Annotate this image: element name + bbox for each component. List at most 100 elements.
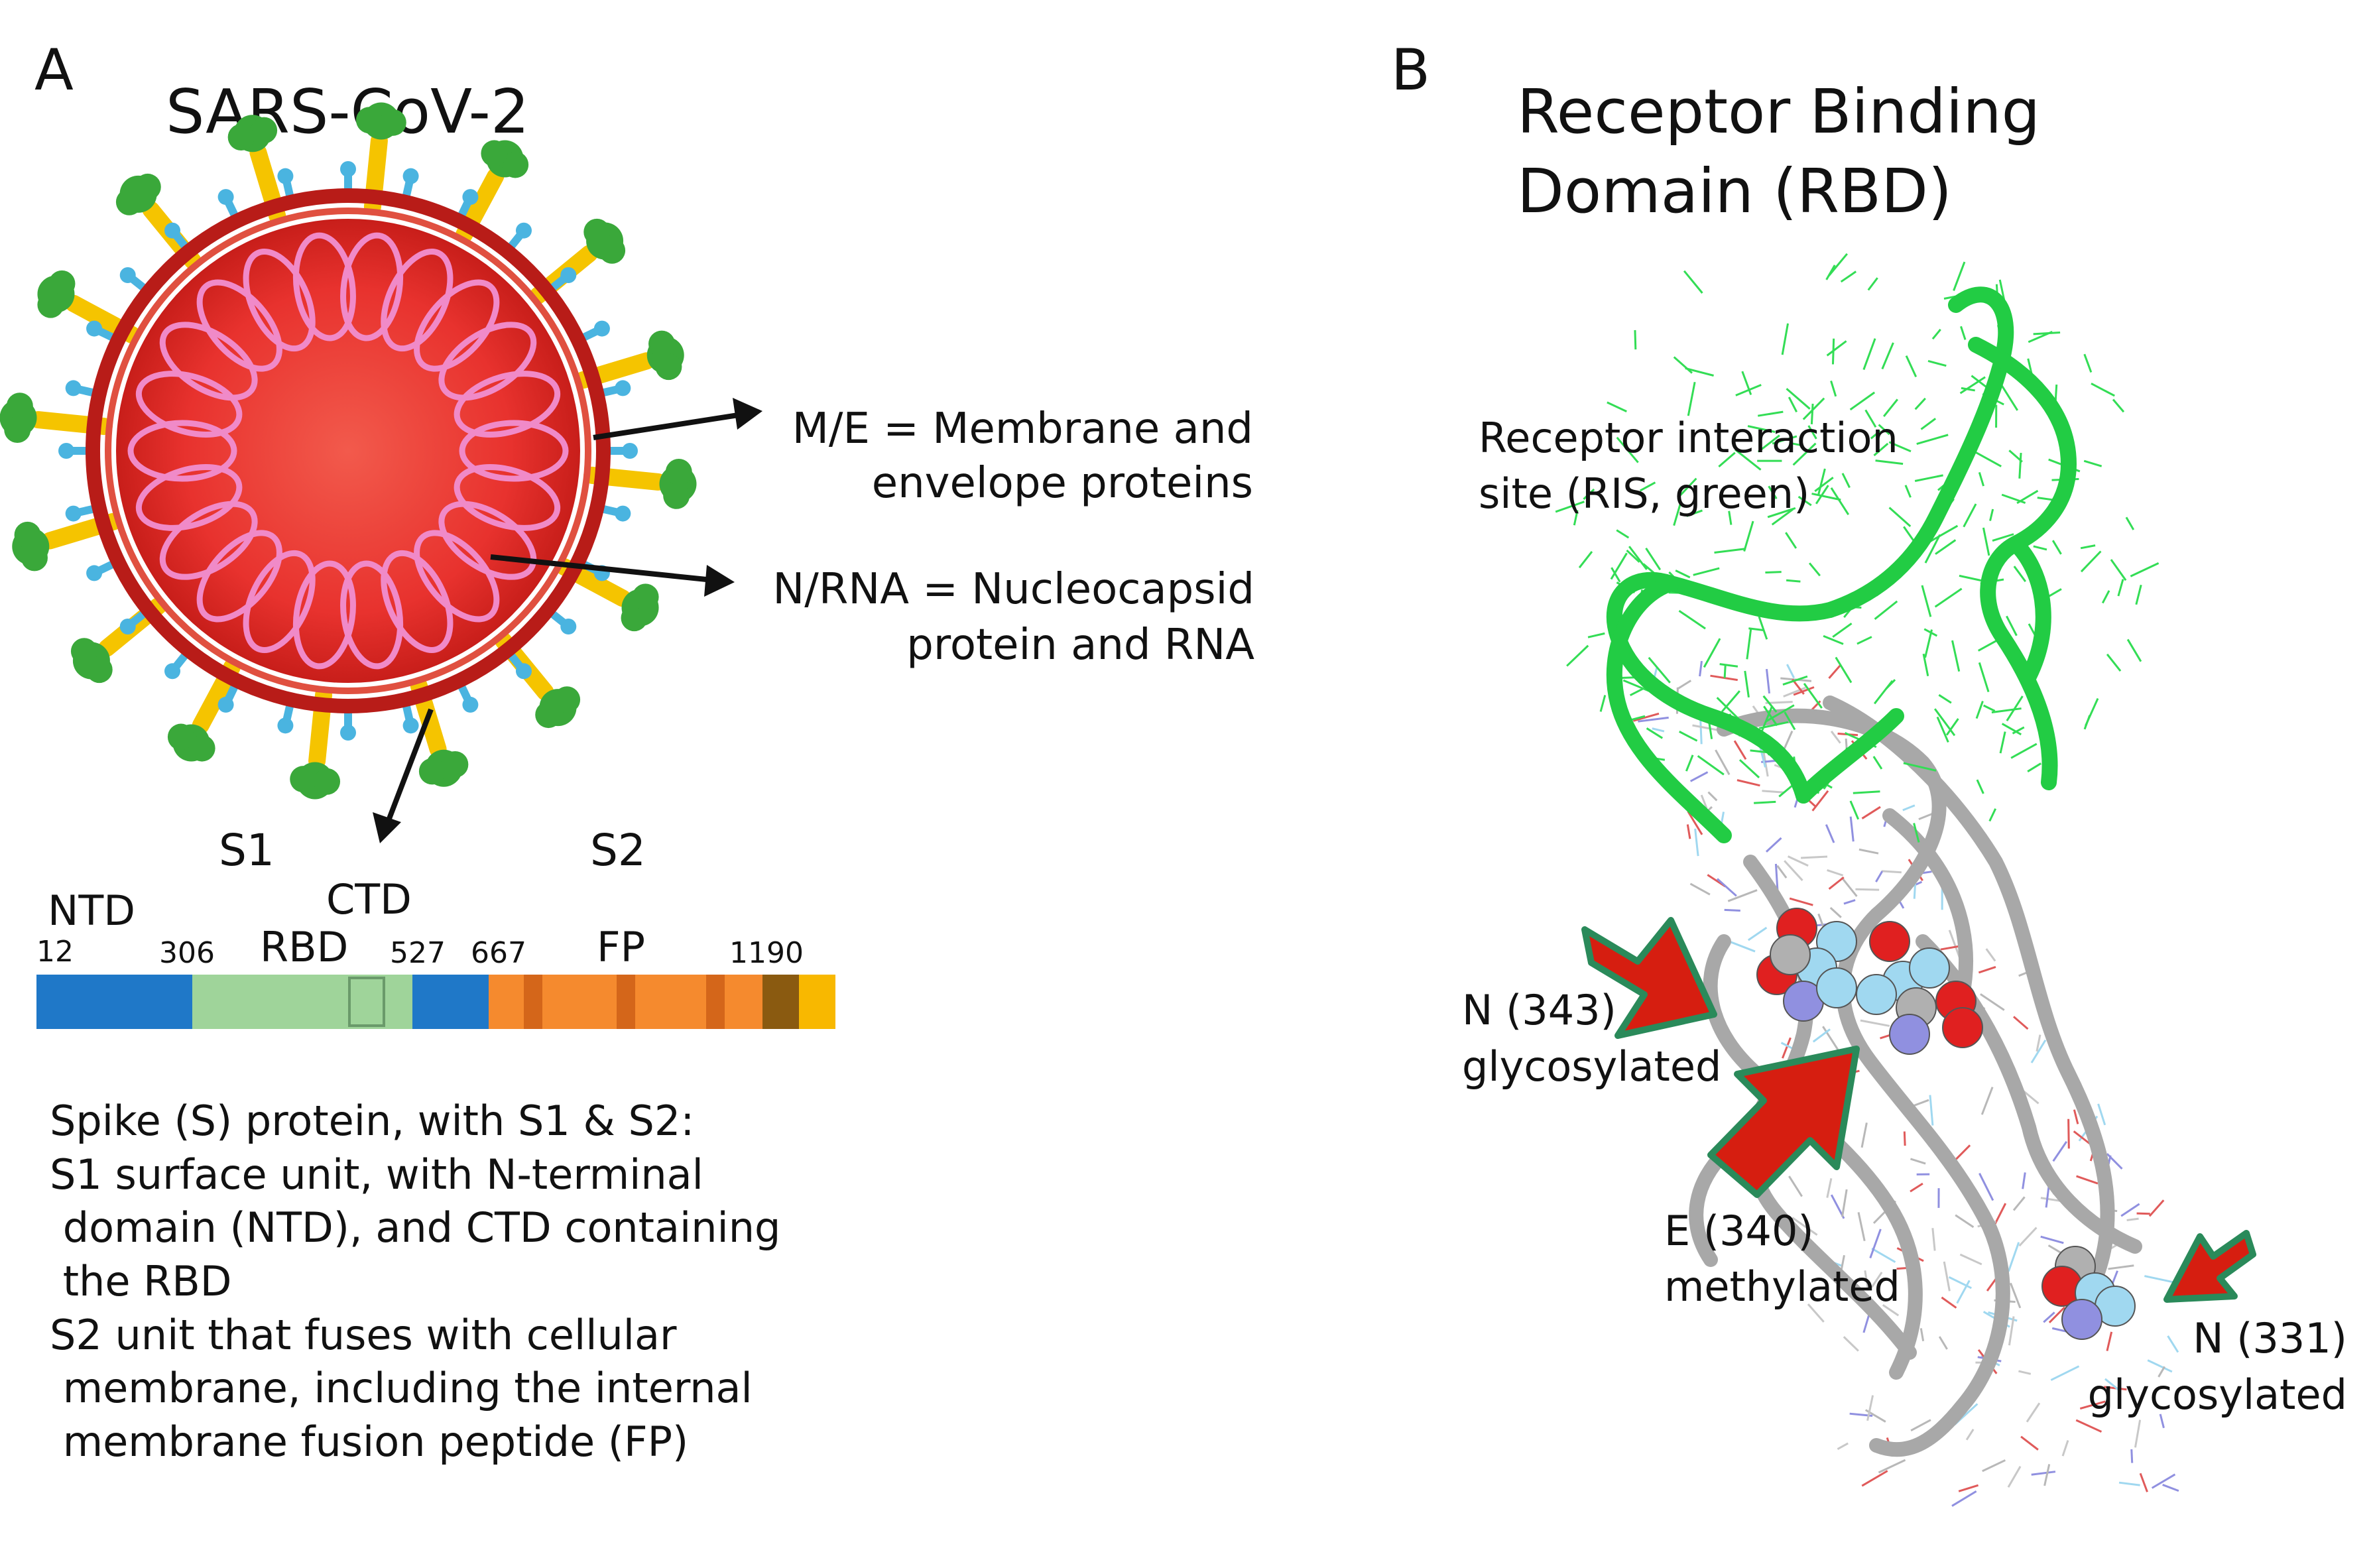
ris-side-chain — [2028, 331, 2053, 343]
side-chain — [2007, 1465, 2022, 1488]
ris-side-chain — [1728, 511, 1733, 525]
desc-line-4: the RBD — [50, 1257, 232, 1305]
ris-side-chain — [2083, 715, 2091, 730]
panel-b-title-line1: Receptor Binding — [1517, 76, 2040, 147]
ris-side-chain — [2125, 516, 2135, 530]
membrane-protein-head — [86, 565, 103, 581]
spike-head — [70, 638, 97, 665]
ris-side-chain — [1714, 548, 1746, 554]
spike-head — [4, 416, 31, 444]
side-chain — [1938, 1336, 1948, 1350]
ris-side-chain — [1807, 425, 1817, 440]
side-chain — [1765, 837, 1782, 853]
side-chain — [1826, 1177, 1833, 1198]
membrane-protein-head — [402, 168, 419, 184]
rna-loop — [135, 464, 243, 531]
side-chain — [1985, 948, 1996, 962]
ris-side-chain — [1686, 509, 1703, 517]
ris-side-chain — [1746, 628, 1752, 660]
side-chain — [1861, 1470, 1888, 1487]
side-chain — [1871, 1247, 1896, 1263]
ris-side-chain — [1639, 481, 1656, 492]
ris-side-chain — [1678, 610, 1706, 630]
virus-body — [116, 219, 580, 683]
ris-side-chain — [1763, 705, 1778, 727]
ris-side-chain — [1719, 663, 1738, 668]
rna-loop — [340, 560, 404, 670]
desc-line-5: S2 unit that fuses with cellular — [50, 1311, 677, 1359]
ris-side-chain — [2006, 695, 2024, 722]
side-chain — [1882, 1304, 1900, 1317]
ris-side-chain — [2027, 762, 2041, 772]
ris-side-chain — [1875, 459, 1904, 465]
spike-head — [167, 723, 194, 751]
rna-loop — [459, 420, 569, 482]
ris-side-chain — [1849, 800, 1860, 820]
ris-side-chain — [1978, 662, 1990, 693]
side-chain — [1866, 1395, 1874, 1421]
ris-side-chain — [2006, 615, 2018, 636]
ris-side-chain — [1645, 547, 1662, 571]
pos-1190: 1190 — [729, 936, 804, 970]
ris-side-chain — [1841, 473, 1851, 489]
membrane-protein-head — [65, 380, 82, 396]
side-chain — [2151, 1473, 2176, 1489]
residue-atom — [1816, 967, 1857, 1008]
rna-loop — [438, 501, 537, 580]
side-chain — [1861, 806, 1881, 819]
side-chain — [1978, 1173, 1994, 1201]
side-chain — [1807, 1303, 1825, 1323]
ris-side-chain — [1963, 503, 1977, 528]
spike-head — [535, 701, 562, 729]
spike-head — [554, 686, 581, 713]
side-chain — [2018, 1227, 2038, 1247]
side-chain — [1864, 1270, 1870, 1291]
n343-label-line2: glycosylated — [1462, 1042, 1721, 1091]
spike-head — [648, 330, 676, 357]
ris-side-chain — [1992, 533, 2014, 542]
ris-side-chain — [1914, 474, 1943, 482]
side-chain — [2043, 1311, 2055, 1323]
spike-head — [86, 656, 113, 684]
side-chain — [1727, 889, 1758, 902]
ris-side-chain — [1830, 487, 1850, 516]
side-chain — [2126, 1217, 2139, 1221]
panel-a-letter: A — [34, 37, 74, 103]
side-chain — [2073, 1109, 2079, 1124]
ris-side-chain — [2018, 452, 2022, 479]
ris-side-chain — [1768, 485, 1778, 500]
spike-head — [37, 291, 64, 318]
ris-side-chain — [2033, 545, 2047, 551]
side-chain — [1817, 913, 1824, 927]
side-chain — [2020, 1435, 2039, 1451]
side-chain — [2012, 1196, 2026, 1211]
membrane-protein-head — [58, 443, 74, 459]
ris-side-chain — [1622, 679, 1650, 692]
arrow-nrna — [490, 554, 735, 597]
virus-envelope-outer — [86, 188, 611, 713]
side-chain — [1902, 804, 1916, 812]
rbd-structure — [1555, 253, 2179, 1507]
spike-head — [442, 751, 469, 778]
side-chain — [2008, 1316, 2015, 1346]
spike-head — [665, 458, 692, 485]
membrane-protein-head — [615, 380, 631, 396]
side-chain — [2007, 1242, 2020, 1272]
side-chain — [1707, 791, 1718, 802]
side-chain — [2134, 1419, 2142, 1448]
spike-head — [355, 107, 383, 134]
ris-side-chain — [1914, 397, 1926, 410]
side-chain — [1881, 870, 1902, 874]
ris-side-chain — [1697, 754, 1725, 776]
side-chain — [1676, 680, 1692, 690]
side-chain — [1787, 855, 1809, 867]
s2-label: S2 — [590, 825, 646, 876]
nrna-label-line1: N/RNA = Nucleocapsid — [772, 565, 1254, 614]
ris-side-chain — [1982, 704, 1996, 712]
residue-spheres — [1756, 908, 2136, 1340]
side-chain — [1784, 860, 1803, 881]
ris-side-chain — [1808, 562, 1821, 577]
me-label-line2: envelope proteins — [872, 459, 1253, 508]
ris-side-chain — [1687, 381, 1696, 416]
ris-side-chain — [2083, 353, 2093, 373]
